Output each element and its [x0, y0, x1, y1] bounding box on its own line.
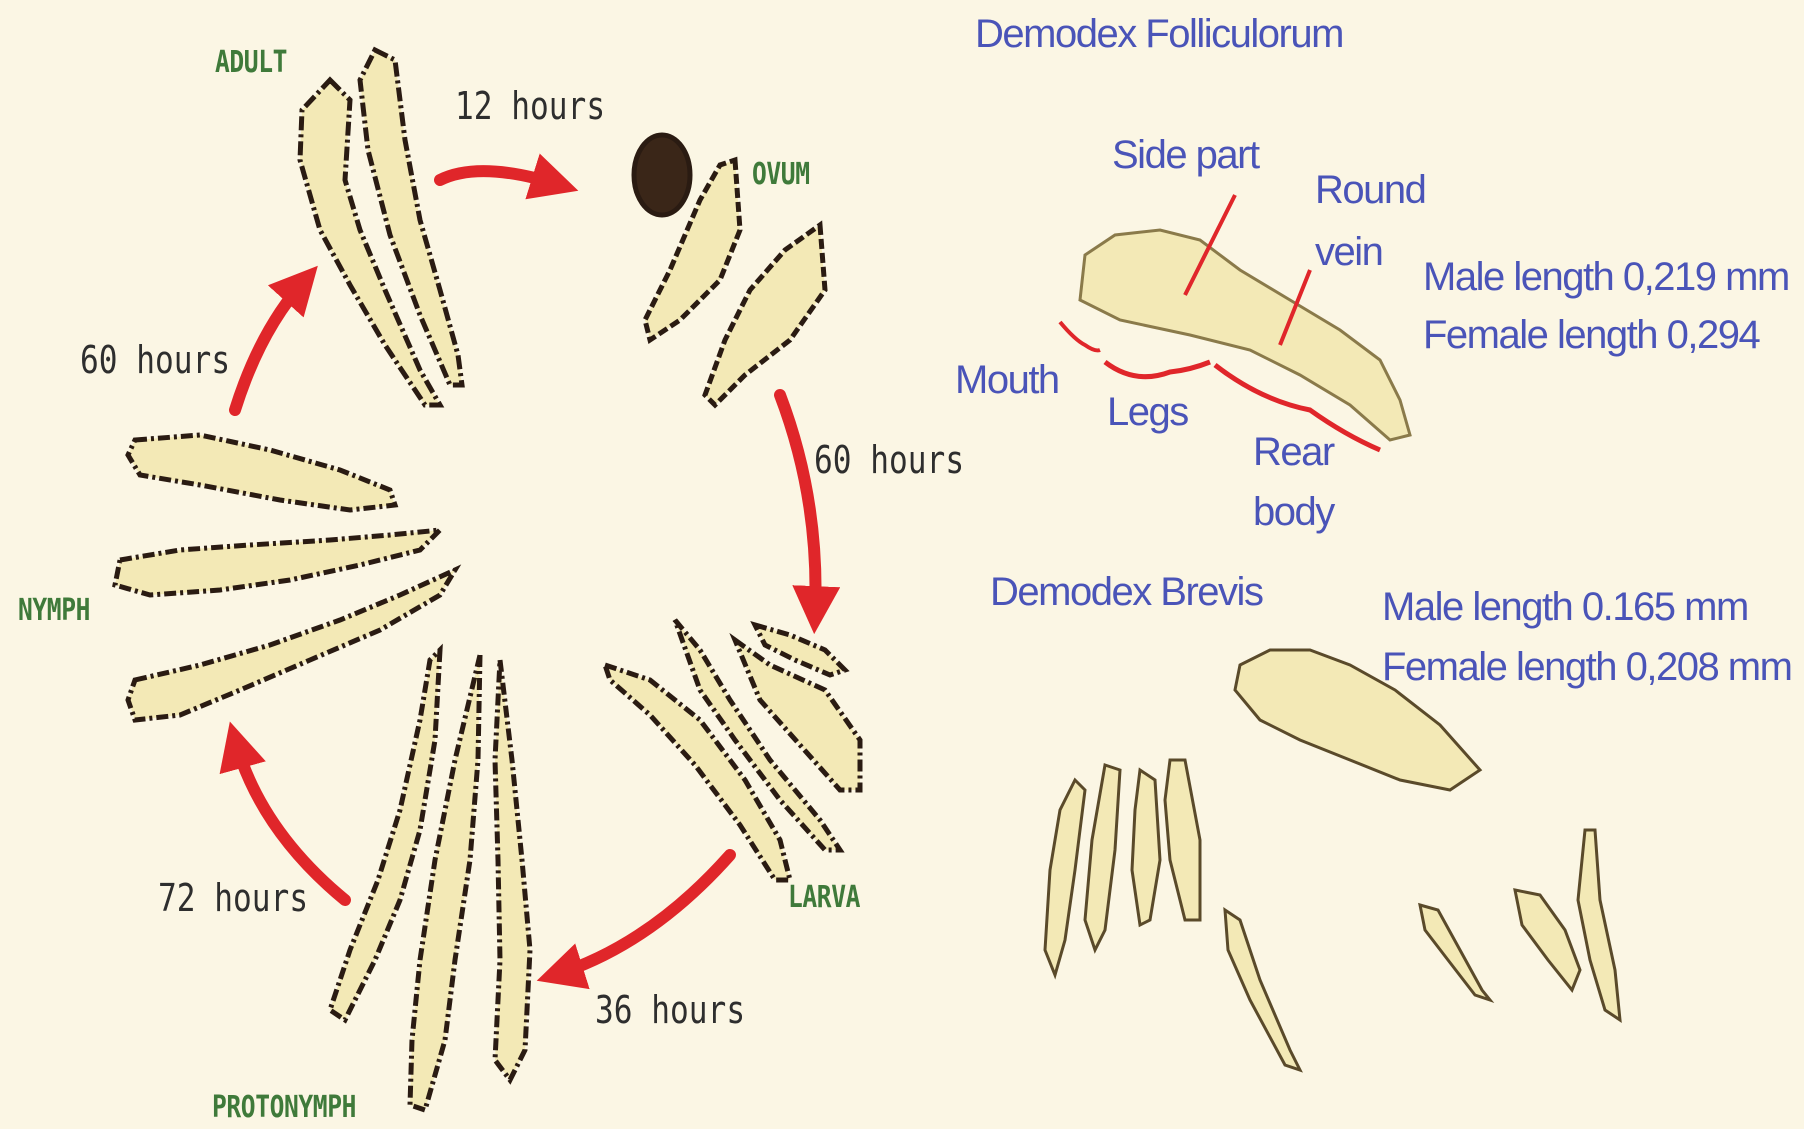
label-round-vein-line2: vein [1315, 230, 1382, 275]
label-rear-body-line2: body [1253, 490, 1334, 535]
stage-label-protonymph: PROTONYMPH [212, 1090, 356, 1125]
label-side-part: Side part [1112, 133, 1259, 178]
stage-label-nymph: NYMPH [18, 593, 90, 628]
folliculorum-female-length: Female length 0,294 [1423, 313, 1759, 358]
duration-adult-to-ovum: 12 hours [455, 84, 605, 128]
stage-label-adult: ADULT [215, 45, 287, 80]
label-rear-body-line1: Rear [1253, 430, 1334, 475]
brevis-female-length: Female length 0,208 mm [1382, 645, 1791, 690]
duration-protonymph-to-nymph: 72 hours [158, 876, 308, 920]
folliculorum-title: Demodex Folliculorum [975, 12, 1343, 57]
duration-nymph-to-adult: 60 hours [80, 338, 230, 382]
label-legs: Legs [1107, 390, 1188, 435]
stage-label-ovum: OVUM [752, 157, 810, 192]
brevis-male-length: Male length 0.165 mm [1382, 585, 1748, 630]
brevis-title: Demodex Brevis [990, 570, 1262, 615]
folliculorum-male-length: Male length 0,219 mm [1423, 255, 1789, 300]
duration-ovum-to-larva: 60 hours [814, 438, 964, 482]
label-round-vein-line1: Round [1315, 168, 1425, 213]
label-mouth: Mouth [955, 358, 1059, 403]
stage-label-larva: LARVA [788, 880, 860, 915]
duration-larva-to-protonymph: 36 hours [595, 988, 745, 1032]
